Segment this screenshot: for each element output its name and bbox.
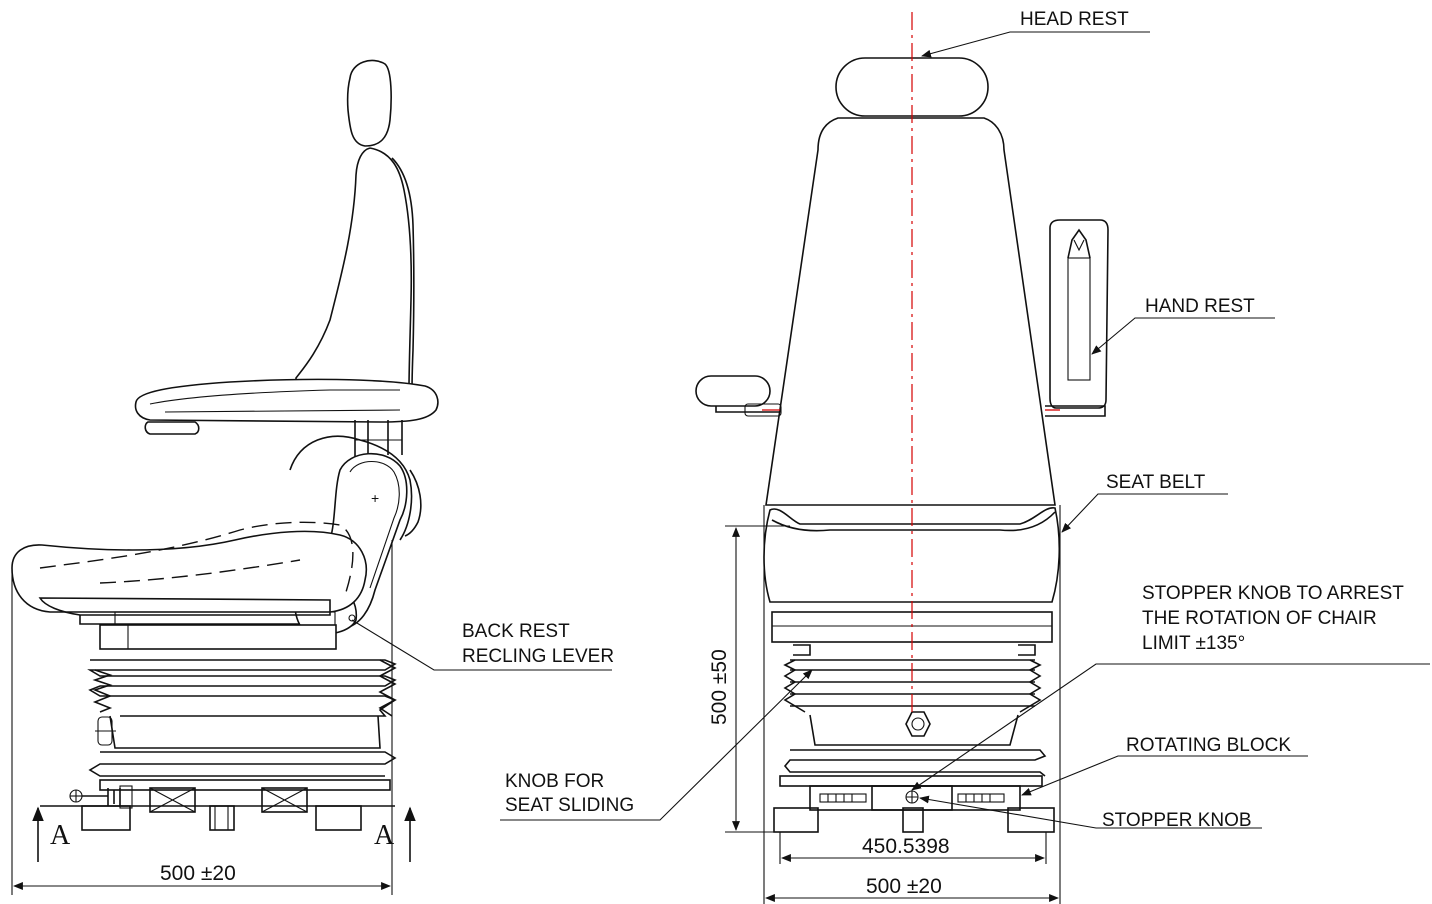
- front-width-dimension: 500 ±20: [866, 875, 942, 898]
- section-mark-left: A: [50, 820, 71, 851]
- front-left-armrest: [695, 375, 771, 407]
- label-stopper-knob: STOPPER KNOB: [1102, 810, 1252, 831]
- label-seat-belt: SEAT BELT: [1106, 472, 1206, 493]
- side-armrest: [134, 378, 439, 423]
- side-view: +: [11, 59, 614, 895]
- side-head-rest: [346, 59, 392, 147]
- front-base-dimension: 450.5398: [862, 835, 950, 858]
- side-hinge-housing: [289, 435, 413, 541]
- section-mark-right: A: [374, 820, 395, 851]
- svg-text:+: +: [371, 490, 379, 506]
- front-height-dimension: 500 ±50: [708, 649, 731, 725]
- label-back-rest-2: RECLING LEVER: [462, 646, 614, 667]
- front-view: 500 ±50 450.5398 500 ±20 HEAD REST HAND …: [500, 9, 1430, 904]
- side-width-dimension: 500 ±20: [160, 862, 236, 885]
- label-head-rest: HEAD REST: [1020, 9, 1129, 30]
- side-bellows: [87, 659, 397, 777]
- label-knob-sliding-1: KNOB FOR: [505, 771, 604, 792]
- label-stopper-arrest-3: LIMIT ±135°: [1142, 633, 1245, 654]
- label-rotating-block: ROTATING BLOCK: [1126, 735, 1291, 756]
- label-hand-rest: HAND REST: [1145, 296, 1255, 317]
- front-backrest: [765, 117, 1056, 506]
- label-knob-sliding-2: SEAT SLIDING: [505, 795, 634, 816]
- label-back-rest-1: BACK REST: [462, 621, 570, 642]
- side-backrest: [295, 147, 371, 385]
- label-stopper-arrest-2: THE ROTATION OF CHAIR: [1142, 608, 1377, 629]
- front-bellows: [783, 644, 1047, 777]
- label-stopper-arrest-1: STOPPER KNOB TO ARREST: [1142, 583, 1404, 604]
- rotating-block: [809, 785, 1021, 811]
